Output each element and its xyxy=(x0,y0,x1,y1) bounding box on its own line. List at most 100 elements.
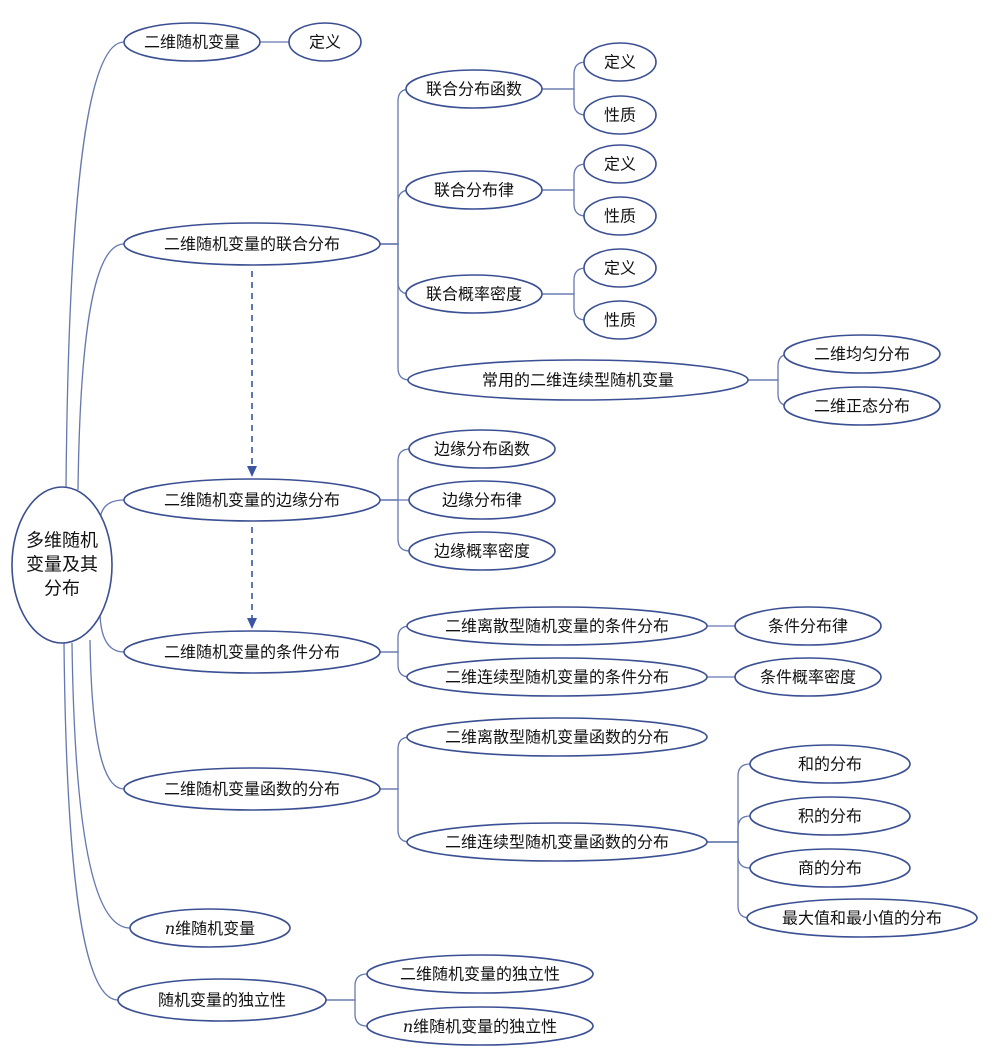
node-a4_1: 二维离散型随机变量的条件分布 xyxy=(406,606,708,646)
edge-a7-a7_1 xyxy=(326,973,368,1001)
node-a2_1_1-shape xyxy=(583,42,657,82)
node-a4_2_1: 条件概率密度 xyxy=(734,657,882,697)
node-a2_4_2: 二维正态分布 xyxy=(783,386,941,426)
node-a2_4_1-label: 二维均匀分布 xyxy=(814,345,910,364)
node-a5_2-label: 二维连续型随机变量函数的分布 xyxy=(445,833,669,852)
node-a5_2_4-shape xyxy=(746,898,978,938)
node-a2: 二维随机变量的联合分布 xyxy=(123,222,381,266)
edge-root-a3 xyxy=(99,499,125,521)
node-a1: 二维随机变量 xyxy=(123,22,261,62)
edge-a2_1-a2_1_1 xyxy=(542,61,587,90)
node-a5: 二维随机变量函数的分布 xyxy=(123,767,381,811)
node-a7_1-label: 二维随机变量的独立性 xyxy=(400,965,560,984)
edge-a5_2-a5_2_2 xyxy=(707,815,751,843)
node-a3_2-label: 边缘分布律 xyxy=(442,491,522,510)
edge-a7-a7_2 xyxy=(326,999,368,1027)
node-a5_2-shape xyxy=(406,822,708,862)
edge-a4-a4_2 xyxy=(380,651,411,678)
node-a2_2_2-shape xyxy=(583,196,657,236)
node-a3-shape xyxy=(123,478,381,522)
node-a5_2: 二维连续型随机变量函数的分布 xyxy=(406,822,708,862)
node-a4_2_1-shape xyxy=(734,657,882,697)
node-a2_3_2: 性质 xyxy=(583,300,657,340)
node-a5-shape xyxy=(123,767,381,811)
node-a5_1: 二维离散型随机变量函数的分布 xyxy=(406,717,708,757)
edge-root-a5 xyxy=(89,639,125,790)
node-a5_2_2-shape xyxy=(749,796,911,836)
edge-a2_3-a2_3_1 xyxy=(542,267,587,295)
node-a2_4_2-label: 二维正态分布 xyxy=(814,397,910,416)
node-a4_2: 二维连续型随机变量的条件分布 xyxy=(406,657,708,697)
node-a2_1_2-label: 性质 xyxy=(604,106,636,125)
node-a4_1_1-label: 条件分布律 xyxy=(768,617,848,636)
node-a1_1-shape xyxy=(288,22,362,62)
node-a5_2_4: 最大值和最小值的分布 xyxy=(746,898,978,938)
node-a2_3-shape xyxy=(405,274,543,314)
node-a6: n维随机变量 xyxy=(129,908,291,948)
node-a2_1-label: 联合分布函数 xyxy=(426,80,522,99)
node-a1-label: 二维随机变量 xyxy=(144,33,240,52)
node-a5_1-label: 二维离散型随机变量函数的分布 xyxy=(445,728,669,747)
node-a2_4-shape xyxy=(407,359,749,401)
node-a7_2-label: n维随机变量的独立性 xyxy=(403,1017,557,1036)
edge-a2_2-a2_2_1 xyxy=(542,163,587,191)
edge-a2_4-a2_4_2 xyxy=(748,379,791,407)
node-a5_2_2: 积的分布 xyxy=(749,796,911,836)
node-a2_1_2-shape xyxy=(583,95,657,135)
edge-a4-a4_1 xyxy=(380,625,411,653)
node-a7-shape xyxy=(117,978,327,1022)
nodes-layer: 多维随机变量及其分布二维随机变量定义二维随机变量的联合分布联合分布函数定义性质联… xyxy=(11,22,978,1046)
node-a3_2: 边缘分布律 xyxy=(408,480,556,520)
node-a2_2_2: 性质 xyxy=(583,196,657,236)
edge-root-a2 xyxy=(77,243,125,491)
node-a2_2-shape xyxy=(405,170,543,210)
edge-a2-a2_4 xyxy=(380,243,411,381)
node-root-label-line-2: 分布 xyxy=(44,579,80,600)
node-a7_2: n维随机变量的独立性 xyxy=(366,1006,594,1046)
node-a5_1-shape xyxy=(406,717,708,757)
node-a2_1_1: 定义 xyxy=(583,42,657,82)
node-a4_2_1-label: 条件概率密度 xyxy=(760,668,856,687)
edge-a2_2-a2_2_2 xyxy=(542,189,587,217)
node-a2_2_1: 定义 xyxy=(583,144,657,184)
node-a1_1-label: 定义 xyxy=(309,33,341,52)
node-a5-label: 二维随机变量函数的分布 xyxy=(164,780,340,799)
node-a3_1: 边缘分布函数 xyxy=(408,429,556,469)
edge-a2-a2_2 xyxy=(380,189,411,245)
node-a2_4_1: 二维均匀分布 xyxy=(783,334,941,374)
node-a2_4-label: 常用的二维连续型随机变量 xyxy=(482,371,674,390)
node-a6-label: n维随机变量 xyxy=(165,919,255,938)
node-a5_2_1: 和的分布 xyxy=(749,744,911,784)
node-a2-shape xyxy=(123,222,381,266)
node-a2_3-label: 联合概率密度 xyxy=(426,285,522,304)
node-a4_1_1: 条件分布律 xyxy=(734,606,882,646)
node-a3: 二维随机变量的边缘分布 xyxy=(123,478,381,522)
node-a2_3_2-label: 性质 xyxy=(604,311,636,330)
node-a3_3: 边缘概率密度 xyxy=(408,531,556,571)
edge-a5_2-a5_2_4 xyxy=(707,841,751,919)
edge-root-a6 xyxy=(71,642,131,929)
node-a2_4_2-shape xyxy=(783,386,941,426)
node-a3_3-label: 边缘概率密度 xyxy=(434,542,530,561)
edge-a5_2-a5_2_1 xyxy=(707,763,751,843)
node-a4_2-shape xyxy=(406,657,708,697)
flow-arrowhead-a2-a3 xyxy=(247,466,257,477)
node-a3_2-shape xyxy=(408,480,556,520)
edge-a3-a3_3 xyxy=(380,499,411,552)
node-a5_2_3: 商的分布 xyxy=(749,848,911,888)
node-a2_4: 常用的二维连续型随机变量 xyxy=(407,359,749,401)
node-a7-label: 随机变量的独立性 xyxy=(158,991,286,1010)
node-a3-label: 二维随机变量的边缘分布 xyxy=(164,491,340,510)
node-a4_2-label: 二维连续型随机变量的条件分布 xyxy=(445,668,669,687)
node-a2_3_1-shape xyxy=(583,248,657,288)
edge-a2-a2_1 xyxy=(380,88,411,245)
node-a4: 二维随机变量的条件分布 xyxy=(123,630,381,674)
node-root-shape xyxy=(11,486,113,644)
node-a5_2_3-label: 商的分布 xyxy=(798,859,862,878)
edge-a5-a5_1 xyxy=(380,736,411,790)
node-a4_1-label: 二维离散型随机变量的条件分布 xyxy=(445,617,669,636)
node-a2_2_1-label: 定义 xyxy=(604,155,636,174)
node-a2_2: 联合分布律 xyxy=(405,170,543,210)
node-a4-label: 二维随机变量的条件分布 xyxy=(164,643,340,662)
